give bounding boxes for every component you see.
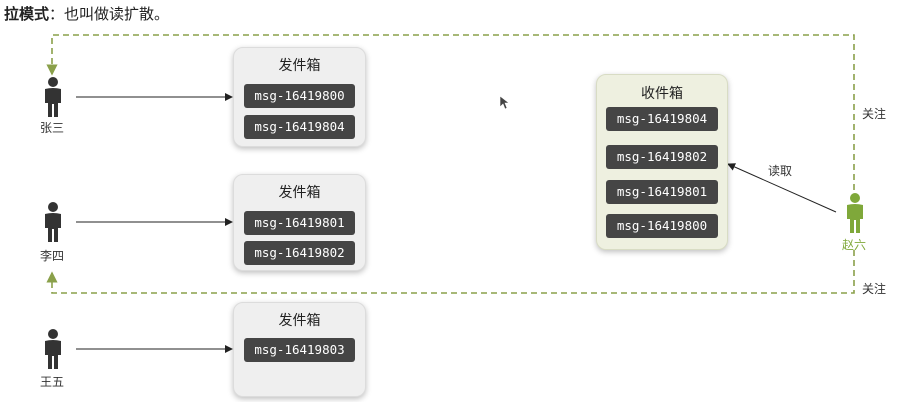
person-name-lisi: 李四 <box>40 249 65 263</box>
outbox-zhangsan: 发件箱 msg-16419800 msg-16419804 <box>233 47 366 147</box>
mouse-cursor-icon <box>499 95 510 110</box>
inbox-title: 收件箱 <box>641 86 683 102</box>
message-tag: msg-16419804 <box>606 107 718 131</box>
outbox-title: 发件箱 <box>278 58 321 74</box>
message-tag: msg-16419802 <box>244 241 355 265</box>
person-name-zhangsan: 张三 <box>40 121 65 135</box>
outbox-lisi: 发件箱 msg-16419801 msg-16419802 <box>233 174 366 271</box>
message-tag: msg-16419800 <box>606 214 718 238</box>
message-tag: msg-16419802 <box>606 145 718 169</box>
message-tag: msg-16419801 <box>606 180 718 204</box>
inbox-zhaoliu: 收件箱 msg-16419804 msg-16419802 msg-164198… <box>596 74 728 250</box>
message-tag: msg-16419803 <box>244 338 355 362</box>
follow-label-top: 关注 <box>862 107 887 121</box>
message-tag: msg-16419800 <box>244 84 355 108</box>
arrow-read <box>727 163 837 213</box>
outbox-wangwu: 发件箱 msg-16419803 <box>233 302 366 397</box>
follow-label-bottom: 关注 <box>862 282 887 296</box>
person-name-wangwu: 王五 <box>40 375 65 389</box>
follow-line-bottom <box>46 250 855 294</box>
person-icon <box>45 202 61 242</box>
person-icon <box>45 77 61 117</box>
outbox-title: 发件箱 <box>278 185 321 201</box>
page-title: 拉模式：也叫做读扩散。 <box>4 3 169 24</box>
person-icon <box>847 193 863 233</box>
follow-line-top <box>46 34 855 190</box>
person-icon <box>45 329 61 369</box>
message-tag: msg-16419801 <box>244 211 355 235</box>
reader-name: 赵六 <box>842 238 867 252</box>
outbox-title: 发件箱 <box>278 313 321 329</box>
message-tag: msg-16419804 <box>244 115 355 139</box>
title-rest: ：也叫做读扩散。 <box>49 5 170 23</box>
title-bold: 拉模式 <box>4 5 50 23</box>
read-label: 读取 <box>768 164 793 178</box>
